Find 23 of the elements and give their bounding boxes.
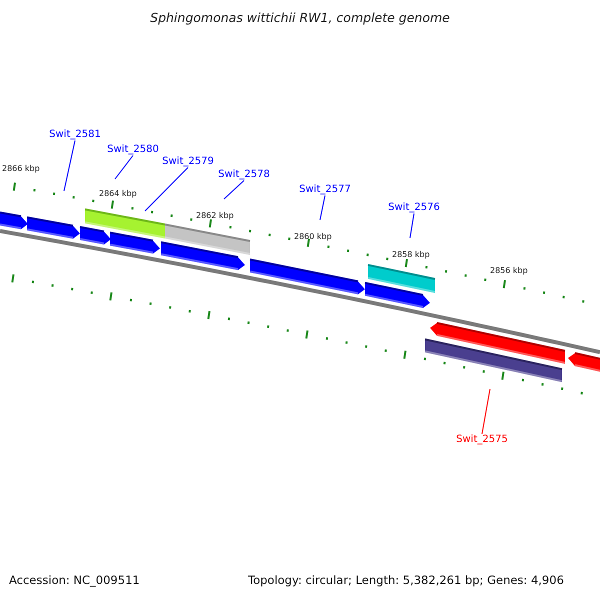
footer-text: Accession: NC_009511 [9, 574, 140, 588]
scale-label: 2864 kbp [99, 189, 137, 198]
scale-label: 2866 kbp [2, 164, 40, 174]
scale-label: 2858 kbp [392, 250, 430, 260]
leader-line [224, 180, 244, 200]
scale-label: 2860 kbp [294, 232, 332, 242]
leader-line [410, 213, 414, 238]
gene-label: Swit_2581 [49, 129, 101, 140]
leader-line [320, 195, 326, 220]
gene-label: Swit_2580 [107, 144, 159, 156]
gene-label: Swit_2579 [162, 156, 214, 168]
leader-line [64, 140, 76, 192]
gene-label: Swit_2577 [299, 184, 351, 196]
scale-label: 2856 kbp [490, 266, 528, 276]
leader-line [144, 167, 188, 212]
leader-line [114, 155, 134, 180]
gene-label: Swit_2575 [456, 434, 508, 446]
footer-text: Topology: circular; Length: 5,382,261 bp; Genes: 4,906 [248, 574, 564, 588]
title: Sphingomonas wittichii RW1, complete genome [149, 11, 451, 26]
gene-label: Swit_2578 [218, 169, 270, 180]
scale-label: 2862 kbp [196, 211, 234, 220]
gene-label: Swit_2576 [388, 202, 440, 214]
leader-line [482, 388, 490, 434]
